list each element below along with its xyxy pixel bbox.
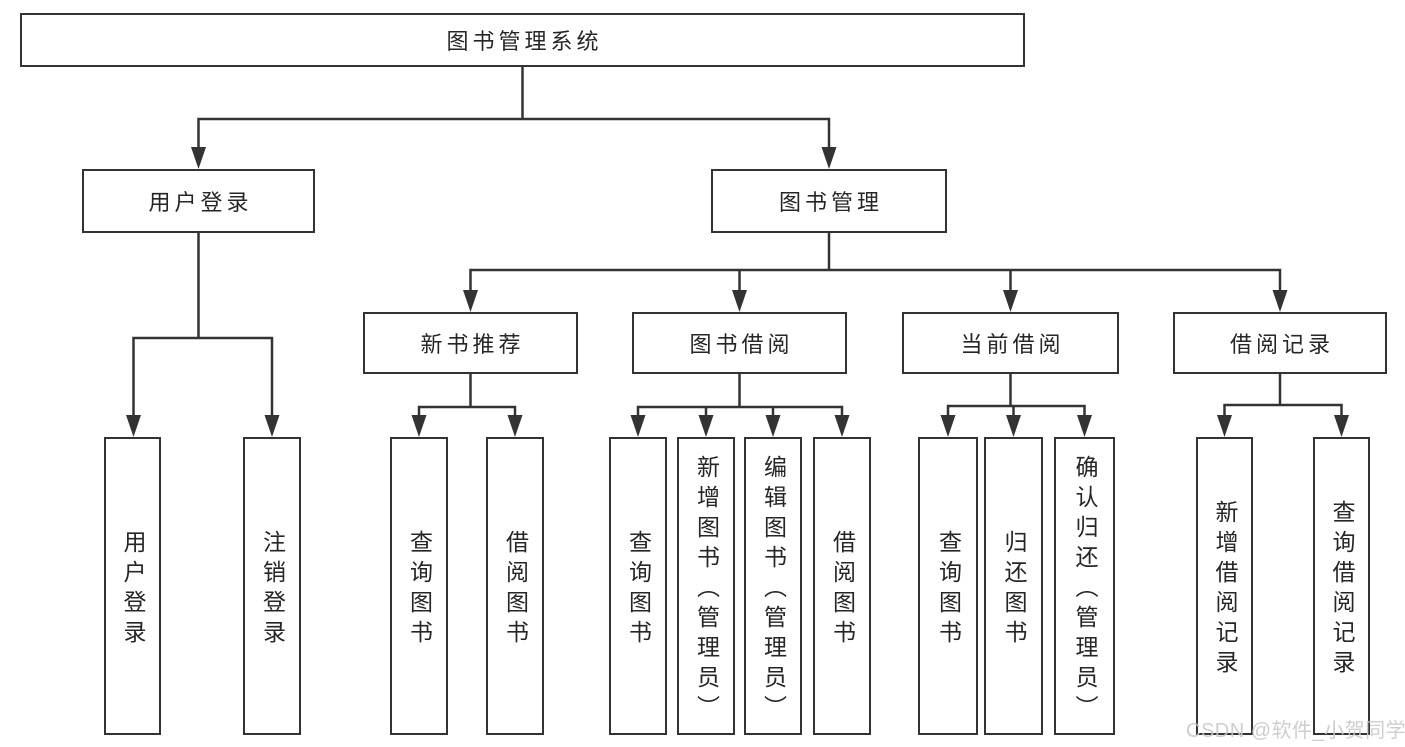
- node-new-book-recommendation: 新书推荐: [363, 312, 578, 374]
- leaf-query-borrow-record: 查询借阅记录: [1313, 437, 1370, 735]
- leaf-logout: 注销登录: [243, 437, 301, 735]
- node-label: 新增图书（管理员）: [693, 454, 720, 725]
- node-label: 借阅图书: [829, 529, 856, 650]
- leaf-query-books-borrowing: 查询图书: [609, 437, 667, 735]
- node-library-system: 图书管理系统: [20, 13, 1025, 67]
- node-label: 借阅记录: [1229, 332, 1334, 357]
- node-current-borrowing: 当前借阅: [902, 312, 1119, 374]
- leaf-edit-books-admin: 编辑图书（管理员）: [744, 437, 802, 735]
- node-label: 归还图书: [1001, 529, 1027, 650]
- leaf-return-books: 归还图书: [984, 437, 1043, 735]
- node-label: 借阅图书: [502, 529, 529, 650]
- node-label: 编辑图书（管理员）: [760, 454, 787, 725]
- leaf-confirm-return-admin: 确认归还（管理员）: [1054, 437, 1115, 735]
- node-label: 查询图书: [406, 529, 433, 650]
- node-label: 注销登录: [259, 529, 286, 650]
- leaf-query-books-recommend: 查询图书: [390, 437, 448, 735]
- leaf-query-books-current: 查询图书: [918, 437, 978, 735]
- leaf-borrow-books-recommend: 借阅图书: [486, 437, 544, 735]
- node-label: 用户登录: [148, 190, 253, 215]
- node-label: 图书借阅: [689, 332, 794, 357]
- node-label: 确认归还（管理员）: [1072, 454, 1098, 725]
- node-label: 查询图书: [625, 529, 652, 650]
- node-book-management: 图书管理: [711, 169, 947, 233]
- node-borrowing-records: 借阅记录: [1173, 312, 1387, 374]
- node-label: 图书管理系统: [446, 29, 603, 54]
- node-label: 当前借阅: [960, 332, 1065, 357]
- node-label: 新增借阅记录: [1212, 499, 1238, 680]
- node-label: 图书管理: [778, 190, 883, 215]
- node-book-borrowing: 图书借阅: [632, 312, 847, 374]
- node-label: 新书推荐: [420, 332, 525, 357]
- leaf-borrow-books-borrowing: 借阅图书: [813, 437, 871, 735]
- leaf-add-books-admin: 新增图书（管理员）: [677, 437, 735, 735]
- node-label: 查询借阅记录: [1329, 499, 1355, 680]
- node-label: 用户登录: [120, 529, 146, 650]
- node-user-login: 用户登录: [82, 169, 315, 233]
- leaf-add-borrow-record: 新增借阅记录: [1196, 437, 1253, 735]
- watermark: CSDN @软件_小贺同学: [1186, 720, 1405, 742]
- leaf-user-login: 用户登录: [104, 437, 161, 735]
- node-label: 查询图书: [935, 529, 962, 650]
